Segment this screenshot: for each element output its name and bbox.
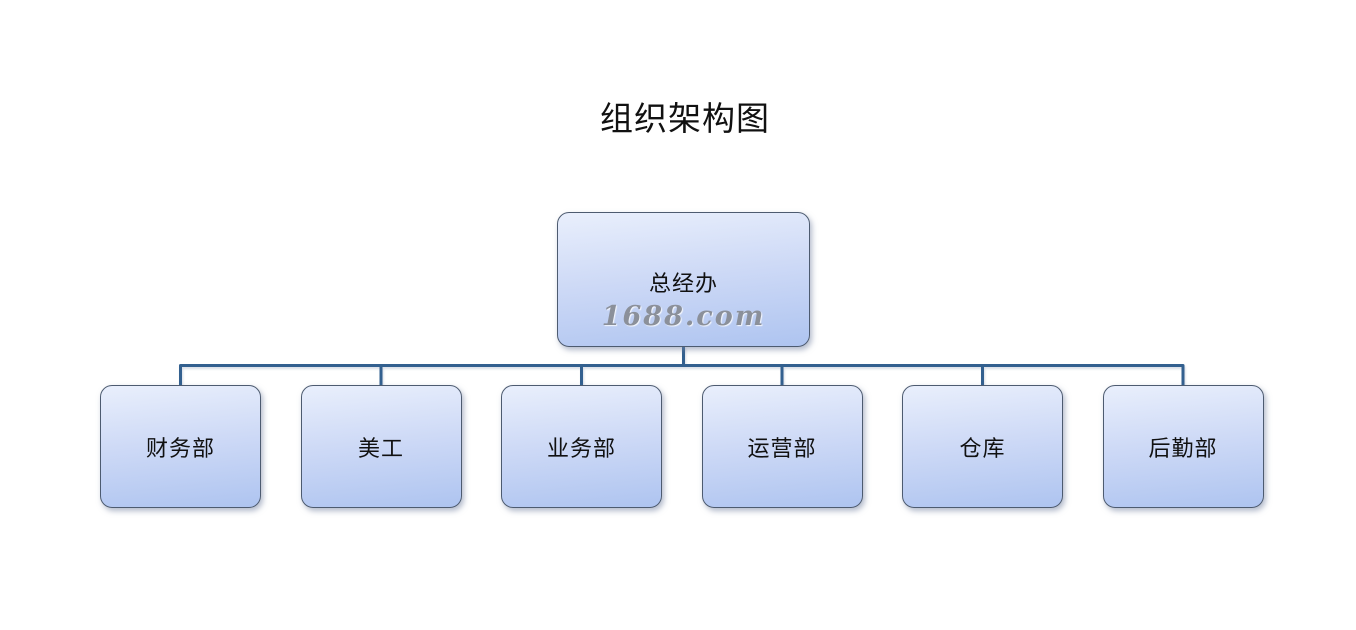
org-node-business[interactable]: 业务部 [501, 385, 662, 508]
department-row: 财务部 美工 业务部 运营部 仓库 后勤部 [100, 385, 1264, 508]
org-node-operations[interactable]: 运营部 [701, 385, 863, 508]
org-node-label: 美工 [357, 435, 404, 461]
watermark-text: 1688.com [601, 300, 766, 332]
org-node-label: 业务部 [546, 435, 616, 461]
org-node-design[interactable]: 美工 [300, 385, 462, 508]
org-node-label: 运营部 [747, 435, 817, 461]
page-title: 组织架构图 [600, 100, 770, 137]
org-node-root-label: 总经办 [648, 270, 718, 296]
org-node-logistics[interactable]: 后勤部 [1102, 385, 1264, 508]
org-node-finance[interactable]: 财务部 [100, 385, 261, 508]
org-node-label: 后勤部 [1148, 435, 1218, 461]
connector-elbow-outer [179, 364, 1185, 385]
org-node-warehouse[interactable]: 仓库 [902, 385, 1063, 508]
org-node-label: 财务部 [145, 435, 215, 461]
org-node-label: 仓库 [959, 435, 1006, 461]
org-node-root[interactable]: 总经办 1688.com [557, 212, 810, 347]
